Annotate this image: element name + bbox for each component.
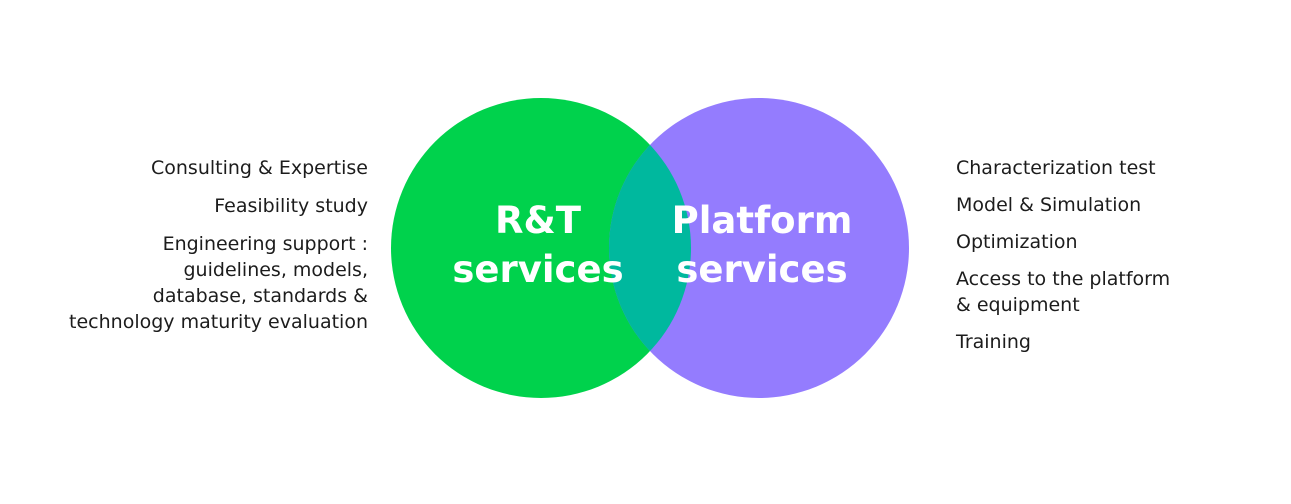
list-item: Training [956,331,1031,353]
list-item-line: & equipment [956,294,1080,316]
list-item: Characterization test [956,157,1156,179]
list-item-line: Engineering support : [162,233,368,255]
list-item-line: database, standards & [152,285,368,307]
rt-services-circle [391,98,691,398]
platform-services-list: Characterization test Model & Simulation… [956,155,1276,366]
platform-services-circle [609,98,909,398]
platform-title-line2: services [676,248,847,291]
list-item-line: guidelines, models, [183,259,369,281]
list-item-line: Access to the platform [956,268,1171,290]
rt-title-line1: R&T [495,199,582,242]
list-item-engineering-support: Engineering support : guidelines, models… [28,231,368,335]
list-item: Feasibility study [214,195,368,217]
list-item-access-platform: Access to the platform & equipment [956,266,1276,318]
list-item: Model & Simulation [956,194,1142,216]
rt-title-line2: services [452,248,623,291]
platform-title-line1: Platform [672,199,853,242]
list-item: Consulting & Expertise [150,157,368,179]
rt-services-list: Consulting & Expertise Feasibility study… [28,155,368,347]
list-item: Optimization [956,231,1078,253]
list-item-line: technology maturity evaluation [69,311,368,333]
